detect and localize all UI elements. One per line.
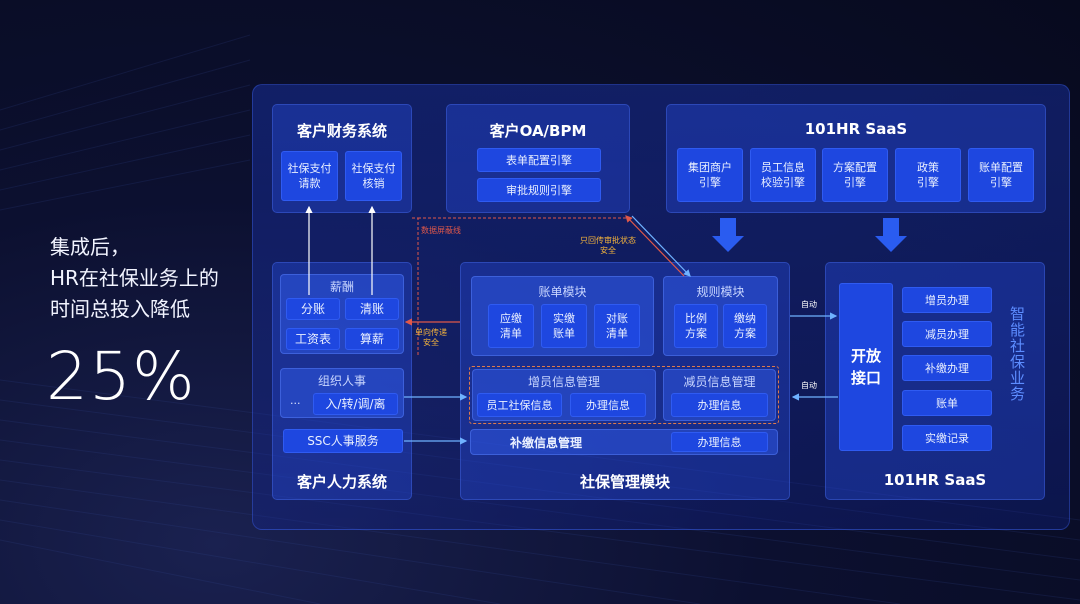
smart-social-insurance-vertical: 智能社保业务 <box>1008 306 1026 402</box>
org-item-lifecycle: 入/转/调/离 <box>313 393 398 415</box>
hr-system-title: 客户人力系统 <box>296 473 387 491</box>
org-title: 组织人事 <box>317 374 366 388</box>
org-more-text: ... <box>290 394 301 407</box>
auto-label-top: 自动 <box>801 300 817 309</box>
bill-module-title: 账单模块 <box>538 285 587 299</box>
bill-item-paid: 实缴 账单 <box>541 304 587 348</box>
social-insurance-box: 社保管理模块 <box>460 262 790 500</box>
social-insurance-title: 社保管理模块 <box>579 473 670 491</box>
saas-item-paid-record: 实缴记录 <box>902 425 992 451</box>
reduce-member-title: 减员信息管理 <box>683 375 756 389</box>
salary-title: 薪酬 <box>329 280 354 294</box>
saas-item-reduce: 减员办理 <box>902 321 992 347</box>
saas-right-title: 101HR SaaS <box>883 471 987 489</box>
salary-item-calc: 算薪 <box>345 328 399 350</box>
saas-engine-group: 集团商户 引擎 <box>677 148 743 202</box>
saas-top-title: 101HR SaaS <box>804 120 908 138</box>
finance-item-payment-writeoff: 社保支付 核销 <box>345 151 402 201</box>
approval-label: 只回传审批状态 安全 <box>580 236 636 255</box>
supplement-item-handle-info: 办理信息 <box>671 432 768 452</box>
finance-item-payment-request: 社保支付 请款 <box>281 151 338 201</box>
ssc-service: SSC人事服务 <box>283 429 403 453</box>
headline-text: 集成后， HR在社保业务上的 时间总投入降低 <box>50 235 219 321</box>
oa-bpm-title: 客户OA/BPM <box>489 122 587 140</box>
rule-item-payment: 缴纳 方案 <box>723 304 767 348</box>
finance-system-title: 客户财务系统 <box>296 122 387 140</box>
auto-label-bottom: 自动 <box>801 381 817 390</box>
open-api-block: 开放 接口 <box>839 283 893 451</box>
oa-form-engine: 表单配置引擎 <box>477 148 601 172</box>
add-item-employee-info: 员工社保信息 <box>477 393 562 417</box>
firewall-label: 数据屏蔽线 <box>421 226 461 235</box>
add-member-title: 增员信息管理 <box>527 375 600 389</box>
bill-item-reconcile: 对账 清单 <box>594 304 640 348</box>
rule-item-ratio: 比例 方案 <box>674 304 718 348</box>
add-reduce-dashed-group <box>469 366 779 424</box>
salary-item-split: 分账 <box>286 298 340 320</box>
saas-engine-policy: 政策 引擎 <box>895 148 961 202</box>
saas-engine-employee: 员工信息 校验引擎 <box>750 148 816 202</box>
saas-engine-plan: 方案配置 引擎 <box>822 148 888 202</box>
oa-approval-engine: 审批规则引擎 <box>477 178 601 202</box>
bill-item-payable: 应缴 清单 <box>488 304 534 348</box>
add-item-handle-info: 办理信息 <box>570 393 646 417</box>
percent-value: 25% <box>46 338 196 415</box>
saas-engine-bill: 账单配置 引擎 <box>968 148 1034 202</box>
rule-module-title: 规则模块 <box>696 285 745 299</box>
saas-item-supplement: 补缴办理 <box>902 355 992 381</box>
reduce-item-handle-info: 办理信息 <box>671 393 768 417</box>
supplement-title: 补缴信息管理 <box>510 436 583 450</box>
saas-item-bill: 账单 <box>902 390 992 416</box>
saas-item-add: 增员办理 <box>902 287 992 313</box>
oneway-label: 单向传递 安全 <box>415 328 447 347</box>
salary-item-payroll: 工资表 <box>286 328 340 350</box>
salary-item-clear: 清账 <box>345 298 399 320</box>
